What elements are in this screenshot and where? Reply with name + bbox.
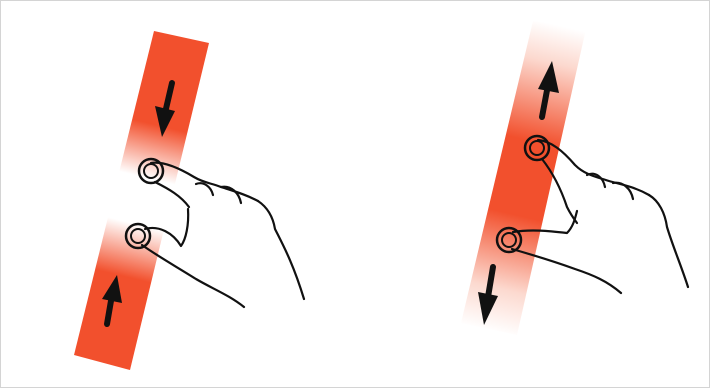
pinch-gesture-panel [74, 31, 304, 370]
pinch-gradient-band [74, 31, 209, 370]
spread-gradient-band [461, 21, 586, 335]
spread-gesture-panel [461, 21, 688, 335]
